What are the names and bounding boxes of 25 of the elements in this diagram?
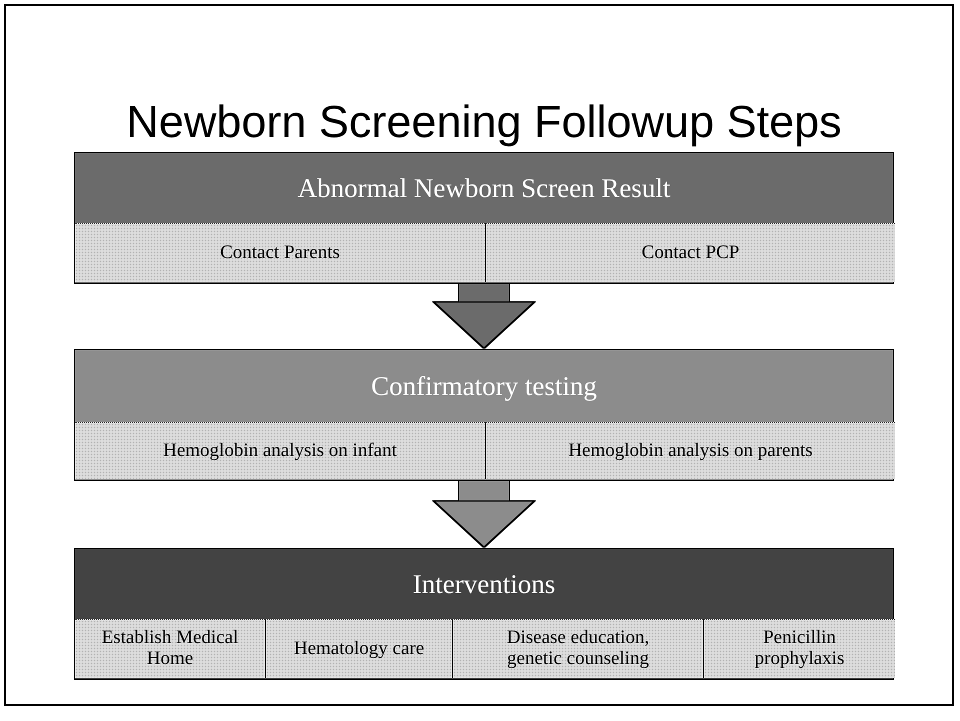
step-label: Disease education, genetic counseling xyxy=(506,628,650,670)
stage-heading: Confirmatory testing xyxy=(371,370,597,402)
step-label: Establish Medical Home xyxy=(100,628,240,670)
stage-panel xyxy=(74,548,894,680)
step-label: Contact PCP xyxy=(642,242,740,264)
stage-panel xyxy=(74,152,894,284)
block-arrow xyxy=(433,284,535,349)
stage-panel xyxy=(74,349,894,481)
block-arrow xyxy=(433,481,535,548)
step-cell xyxy=(485,422,895,479)
step-cell xyxy=(265,619,452,678)
step-cell xyxy=(703,619,895,678)
step-label: Penicillin prophylaxis xyxy=(754,628,846,670)
step-cell xyxy=(485,223,895,282)
slide-title: Newborn Screening Followup Steps xyxy=(125,96,843,148)
step-cell xyxy=(75,619,265,678)
step-label: Hematology care xyxy=(294,638,424,660)
stage-heading: Interventions xyxy=(412,568,556,600)
step-label: Hemoglobin analysis on parents xyxy=(568,440,813,462)
step-label: Contact Parents xyxy=(220,242,340,264)
step-cell xyxy=(75,223,485,282)
step-cell xyxy=(75,422,485,479)
step-label: Hemoglobin analysis on infant xyxy=(163,440,397,462)
stage-heading: Abnormal Newborn Screen Result xyxy=(298,172,670,204)
step-cell xyxy=(452,619,703,678)
